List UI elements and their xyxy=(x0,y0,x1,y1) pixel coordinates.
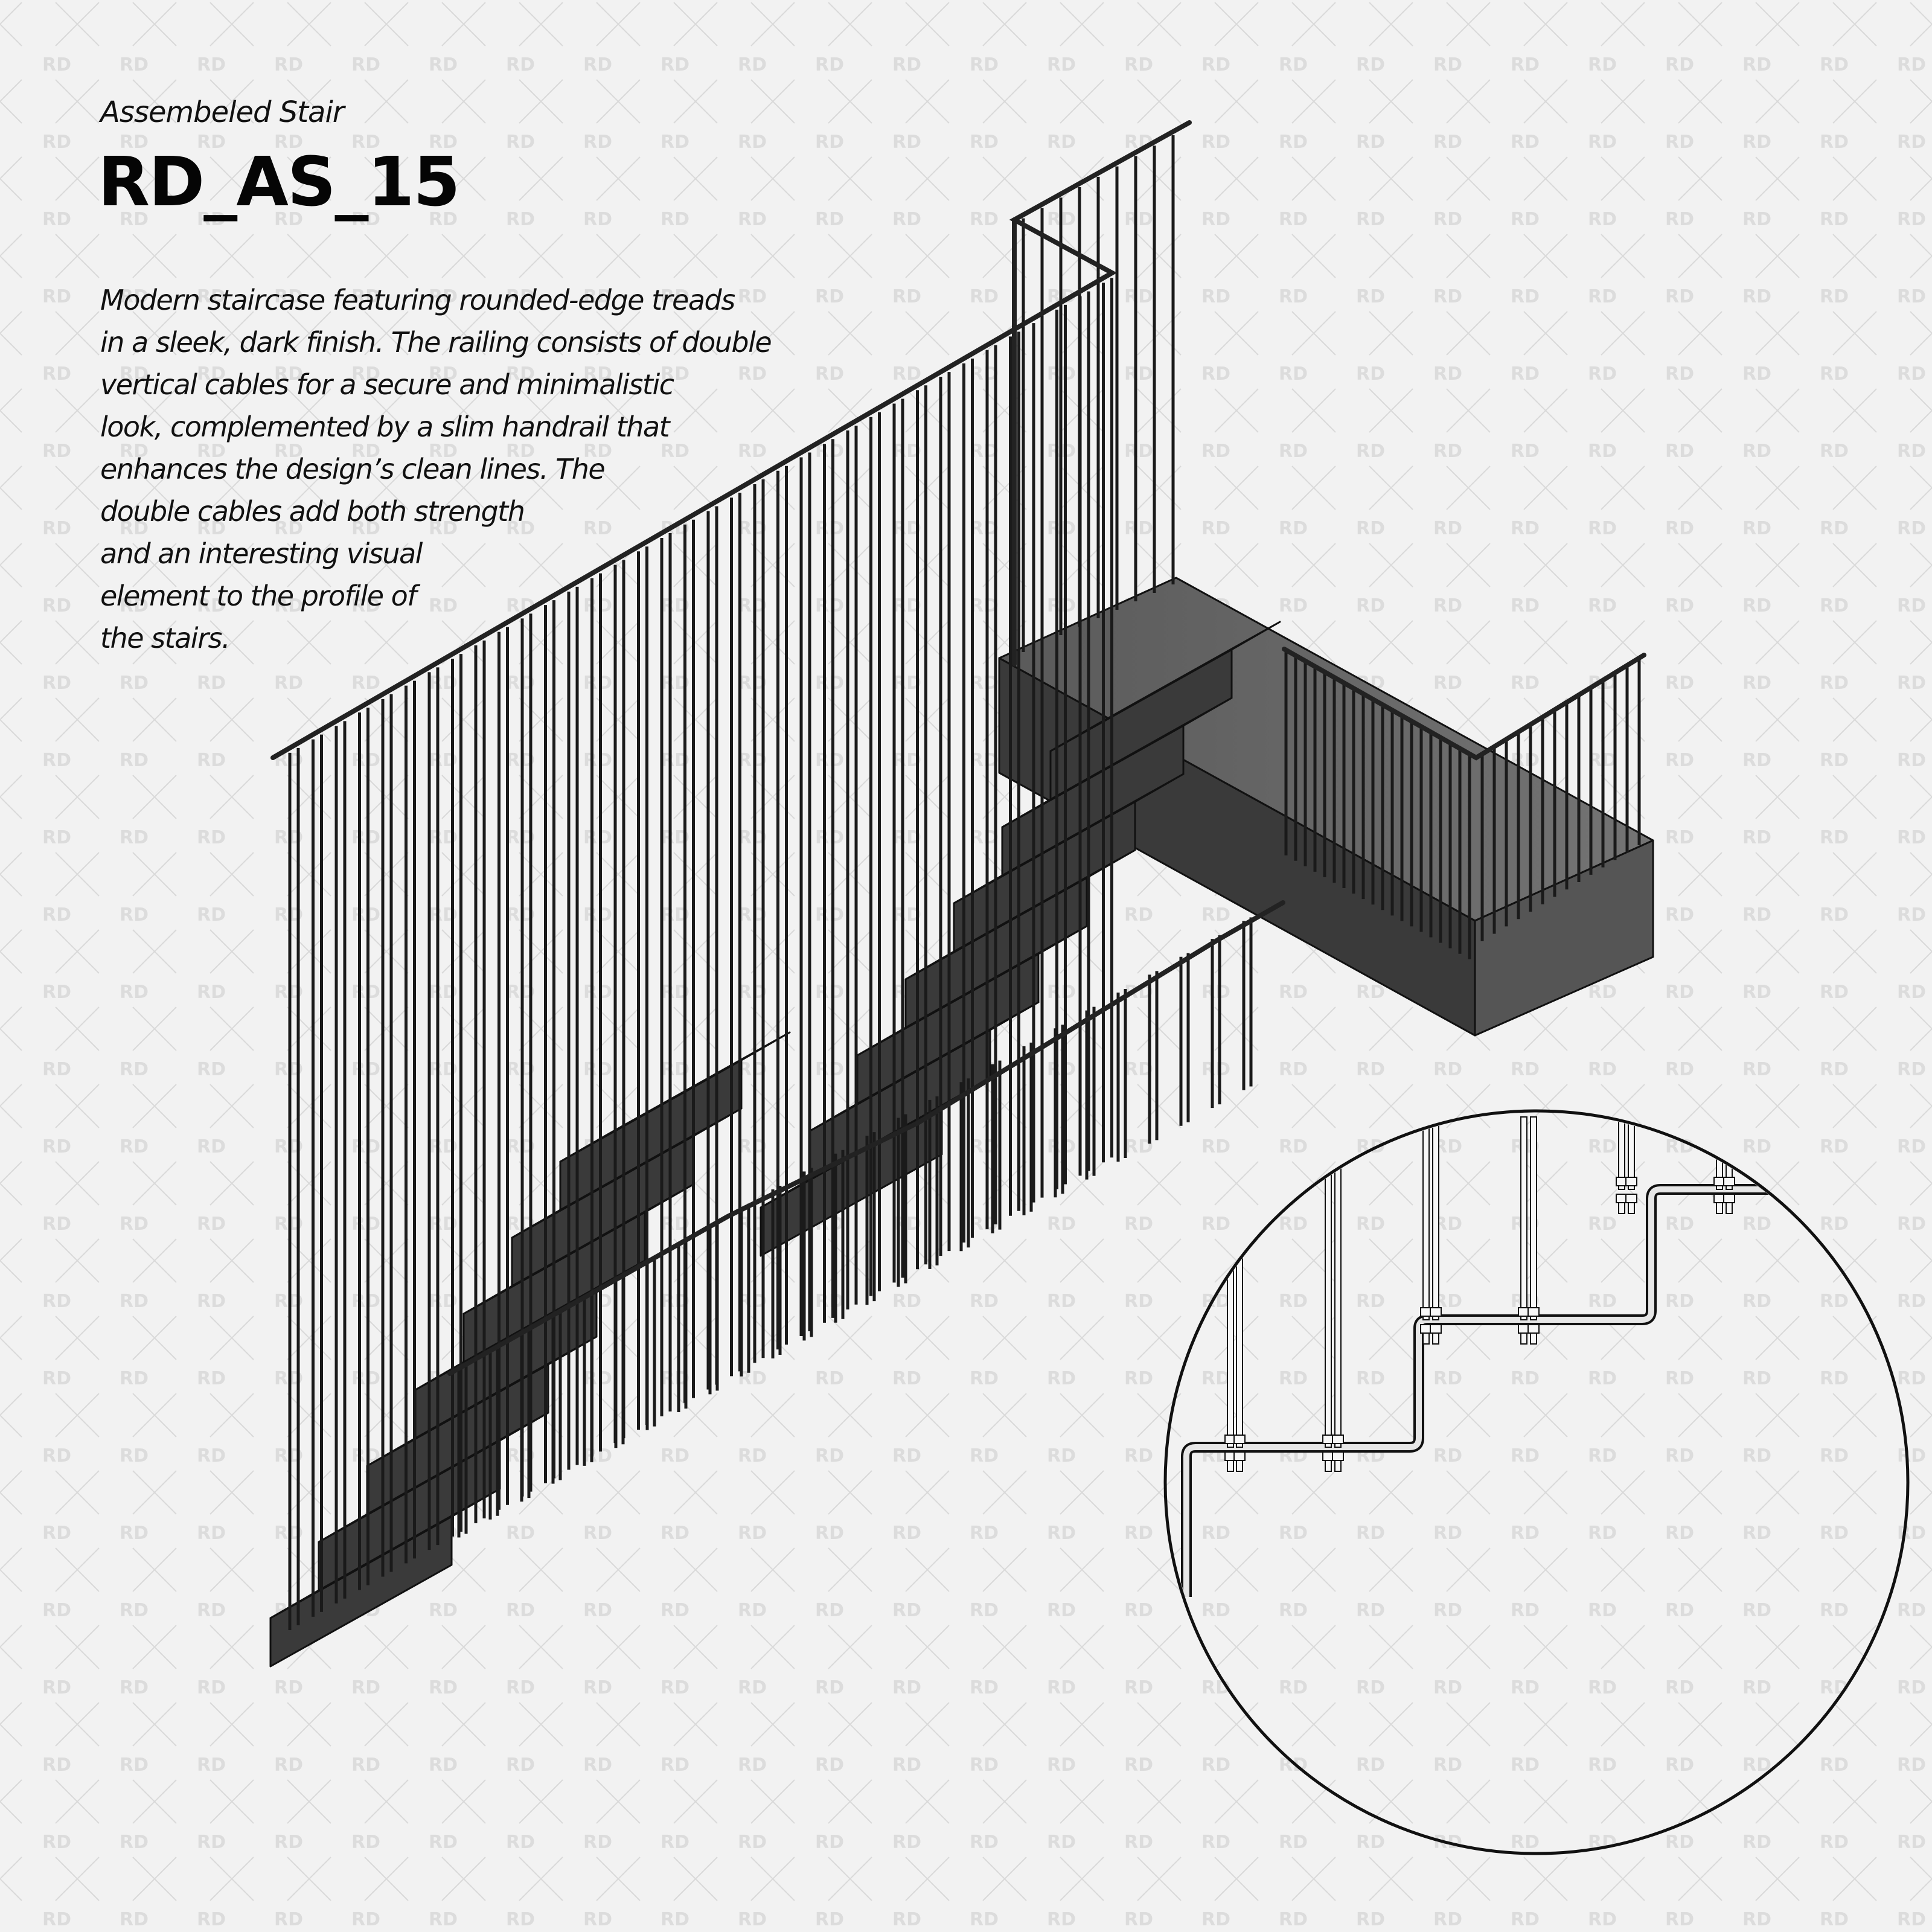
description-line: the stairs. xyxy=(100,622,231,654)
landing-handrail xyxy=(1282,647,1646,761)
inner-rail-cables xyxy=(457,917,1253,1538)
outer-handrail xyxy=(270,120,1192,760)
page-title: RD_AS_15 xyxy=(98,143,460,222)
description-line: in a sleek, dark finish. The railing con… xyxy=(100,326,772,359)
description-line: look, complemented by a slim handrail th… xyxy=(100,411,670,443)
detail-callout xyxy=(1163,1109,1910,1855)
description-line: and an interesting visual xyxy=(100,537,423,570)
description-line: element to the profile of xyxy=(100,580,417,612)
landing-rail-cables xyxy=(1284,650,1641,959)
description-line: Modern staircase featuring rounded-edge … xyxy=(100,284,735,316)
inner-handrail xyxy=(447,900,1285,1376)
description-line: enhances the design’s clean lines. The xyxy=(100,453,606,485)
description-line: double cables add both strength xyxy=(100,495,525,528)
description-line: vertical cables for a secure and minimal… xyxy=(100,368,674,401)
handrails xyxy=(270,120,1646,1376)
subtitle: Assembeled Stair xyxy=(100,95,345,129)
description: Modern staircase featuring rounded-edge … xyxy=(100,279,772,659)
landing-right-face xyxy=(1474,839,1654,1037)
